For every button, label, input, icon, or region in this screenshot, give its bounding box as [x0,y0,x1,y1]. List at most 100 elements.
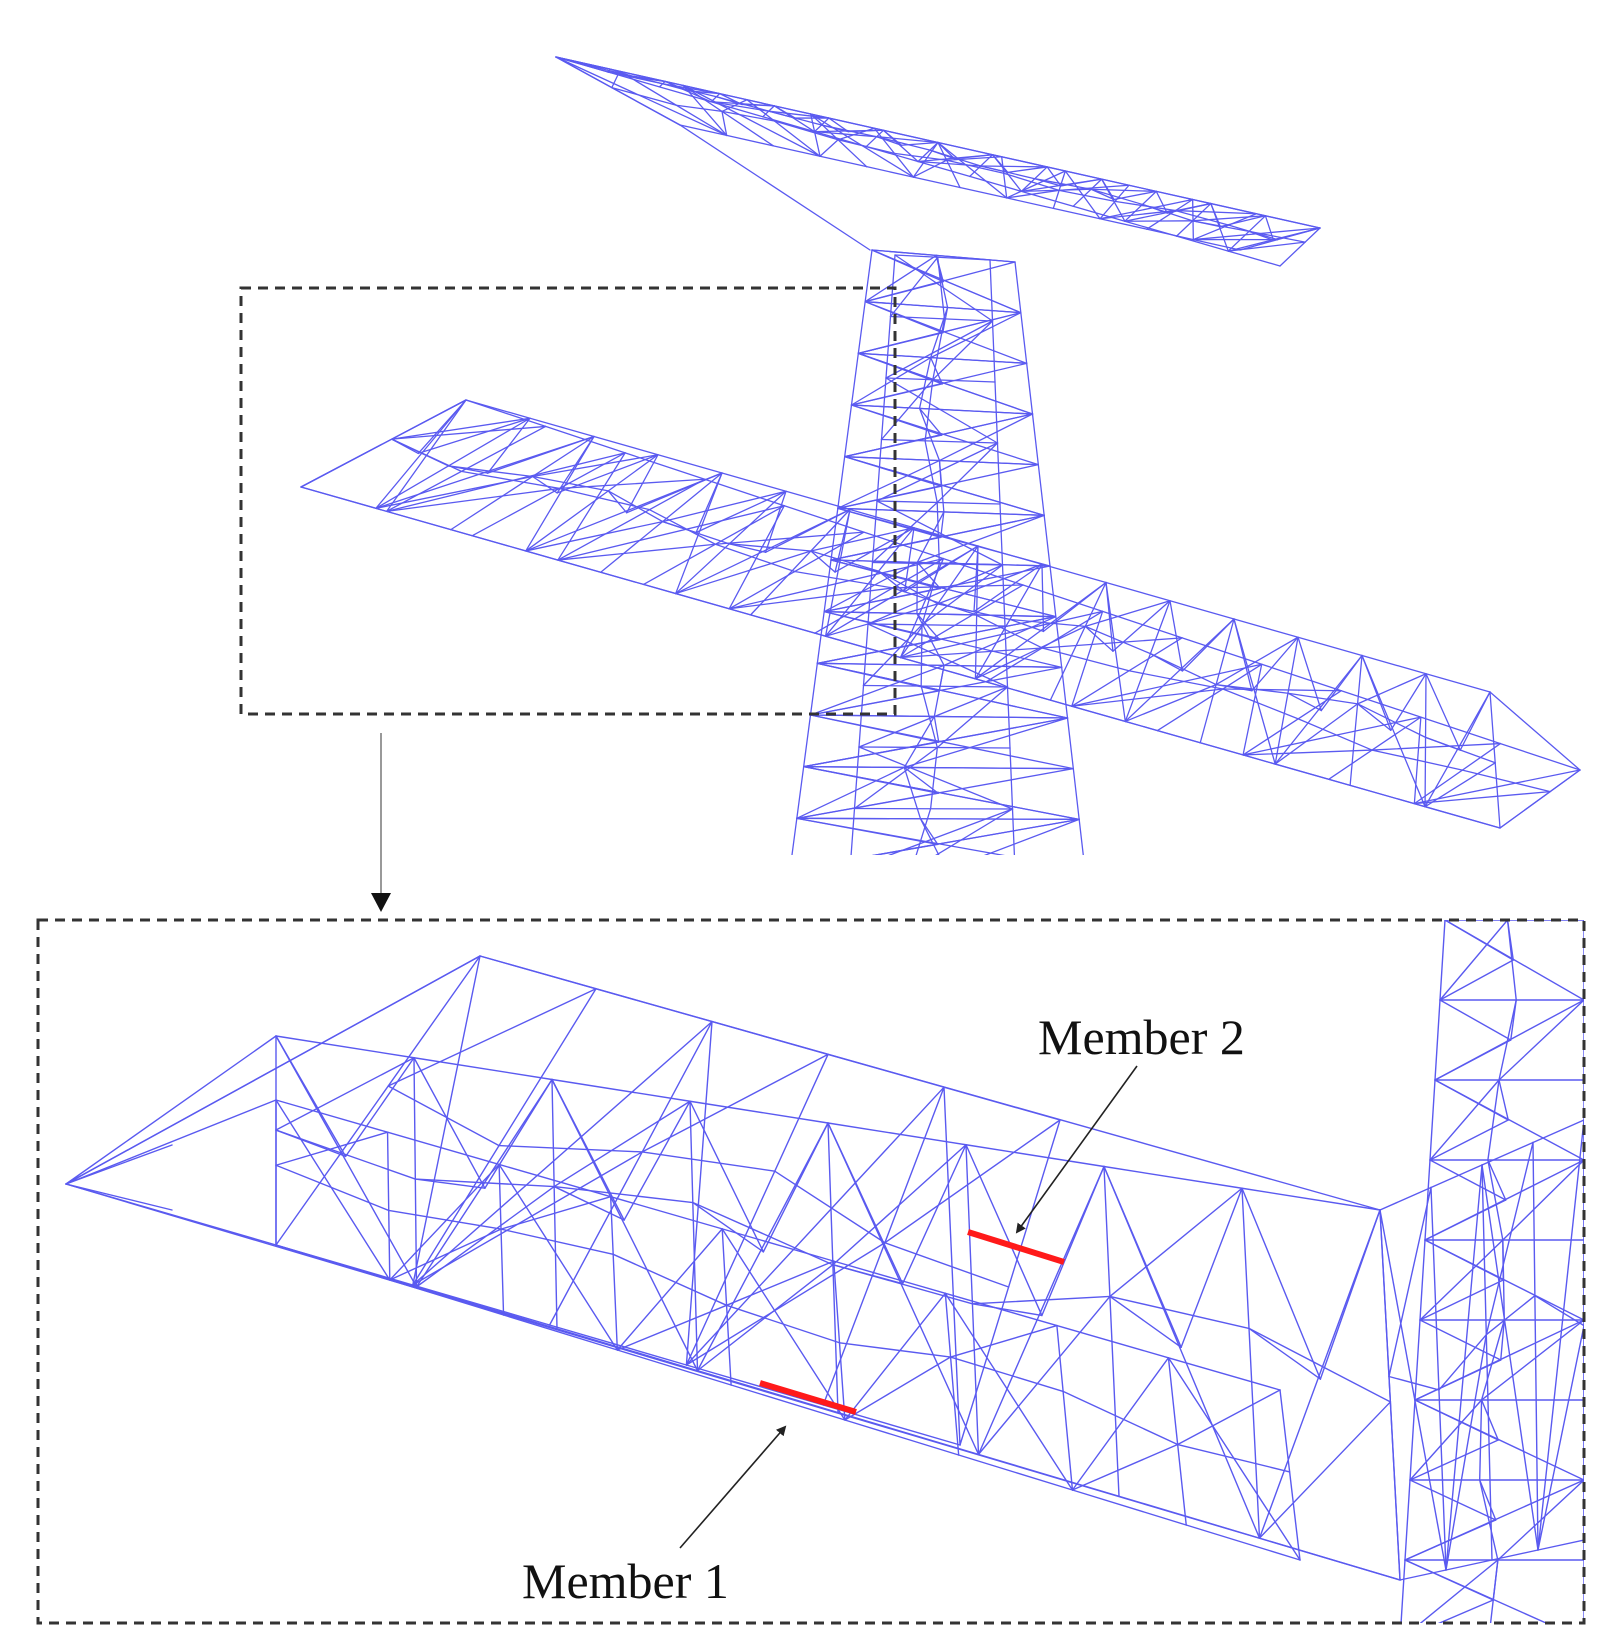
zoom-arm-inner-chord [548,1324,688,1366]
zoom-tower-leg-diagonal [1424,1239,1504,1281]
upper-arm-face-chord [937,141,1003,158]
upper-arm-face-chord [1114,200,1177,212]
zoom-arm-lower-diagonal [616,1304,728,1351]
lower-arm-diagonal [1215,636,1299,686]
upper-arm-face-chord [679,124,728,137]
tower-body-diagonal [919,818,939,846]
upper-arm-face-vertical [1099,184,1130,220]
zoom-arm-vertical [551,1078,558,1330]
tower-body-face-vertical [853,807,1014,810]
lower-arm-vertical [1049,581,1107,701]
upper-arm-diagonal [1264,215,1275,241]
zoom-arm-diagonal [1241,1187,1322,1380]
lower-arm-chord [1233,618,1299,638]
tower-body-diagonal [916,613,941,641]
upper-arm-face-vertical [810,113,868,168]
upper-arm-face-chord [746,99,812,115]
zoom-tower-leg-diagonal [1409,1399,1483,1481]
member-1-highlight [759,1380,857,1415]
zoom-arm-diagonal [692,1201,765,1253]
zoom-arm-vertical [965,1144,980,1456]
member-1-label: Member 1 [522,1553,729,1609]
zoom-tower-junction-chord [1534,1294,1584,1327]
zoom-arm-inner-vertical [548,1020,713,1326]
zoom-arm-diagonal [415,1078,553,1288]
tower-body-horizontal [864,301,1022,314]
lower-arm-face-diagonal [385,399,467,513]
lower-arm-diagonal [1425,673,1461,751]
lower-arm-diagonal [675,472,723,595]
lower-arm-diagonal [1124,683,1217,723]
lower-arm-face-chord [460,470,561,490]
tower-body-diagonal [864,254,937,303]
tower-body-face-diagonal [876,500,1004,566]
zoom-tower-junction-chord [1430,1164,1483,1189]
zoom-arm-lower-diagonal [844,1292,947,1421]
zoom-arm-lower-chord [730,1384,846,1421]
tower-body-diagonal [844,456,1045,516]
tower-body-diagonal [983,818,1080,855]
zoom-arm-lower-diagonal [498,1163,619,1351]
lower-arm-face-diagonal [1413,790,1551,805]
zoom-tower-junction-chord [1537,1539,1584,1551]
zoom-arm-lower-diagonal [1167,1357,1301,1561]
lower-arm-vertical [1349,654,1363,787]
upper-arm-face-vertical [937,141,961,189]
zoom-tower-leg-diagonal [1498,1079,1509,1121]
tower-body-diagonal [803,717,1069,768]
tower-body-chord [1072,768,1080,820]
upper-arm-diagonal [1210,202,1221,228]
tower-body-diagonal [942,306,949,334]
tower-body-chord [1078,818,1084,855]
upper-arm-face-chord [611,86,677,106]
tower-body-chord [796,766,805,819]
lower-arm-face-chord [1181,637,1263,665]
tower-body-chord [918,407,941,462]
zoom-arm-diagonal [413,1057,486,1189]
tower-body-horizontal [823,611,1057,618]
zoom-tower-leg-diagonal [1492,1559,1499,1601]
lower-arm-chord [1297,636,1363,657]
tower-body-chord [1031,413,1039,466]
zoom-arm-chord [275,1035,415,1059]
upper-arm-face-chord [726,134,774,147]
zoom-tower-leg-chord [1429,1079,1436,1161]
member-2-highlight [967,1229,1065,1265]
zoom-arm-diagonal [275,1129,347,1158]
lower-arm-diagonal [810,527,915,552]
zoom-arm-chord [1109,1295,1250,1330]
lower-arm-face-chord [1261,663,1342,692]
zoom-arm-chord [837,1411,980,1456]
tower-body-diagonal [796,768,1074,819]
lower-arm-face-diagonal [385,452,626,513]
tower-body-diagonal [864,261,1016,303]
upper-arm-face-chord [1192,238,1241,251]
zoom-arm-vertical [1241,1187,1261,1539]
zoom-arm-lower-vertical [498,1163,505,1316]
zoom-arm-lower-chord [1056,1324,1170,1359]
lower-arm-face-vertical [1071,637,1183,707]
tower-body-diagonal [943,616,1057,667]
zoom-arm-lower-vertical [1056,1324,1074,1491]
zoom-arm-lower-vertical [609,1195,619,1351]
lower-arm-chord [593,435,659,456]
zoom-arm-chord [1241,1187,1381,1211]
upper-arm-vertical [1124,190,1157,222]
tower-body-diagonal [857,312,1022,354]
zoom-tower-leg-diagonal [1437,1599,1494,1623]
lower-arm-face-diagonal [1071,663,1263,707]
zoom-tower-leg-chord [1478,1479,1499,1561]
upper-arm-chord [1072,205,1126,222]
zoom-arm-chord [971,1295,1111,1305]
tower-body-face-chord [929,746,938,810]
tower-body-chord [1043,514,1051,567]
upper-arm-face-vertical [746,99,821,157]
zoom-arm-lower-diagonal [275,1099,391,1281]
zoom-arm-inner-diagonal [412,955,481,1286]
upper-arm-face-diagonal [1064,170,1101,220]
cross-arm-zoom-view [65,920,1584,1623]
lower-arm-diagonal [661,490,787,523]
zoom-arm-lower-diagonal [616,1228,723,1351]
tower-body-horizontal [796,817,1080,820]
upper-arm-diagonal [1192,215,1267,222]
